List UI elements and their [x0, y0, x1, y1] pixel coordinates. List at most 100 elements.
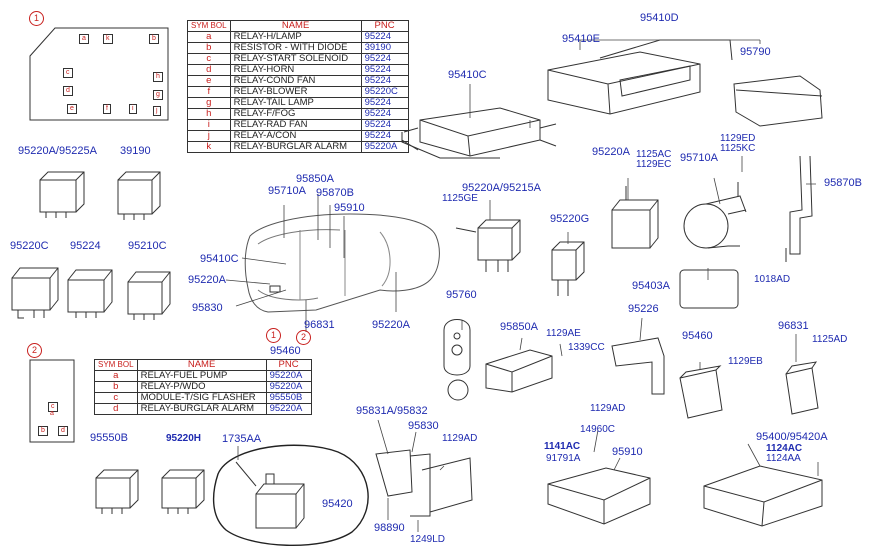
label-95220C: 95220C — [10, 240, 49, 252]
t1-pnc-cell: 39190 — [360, 42, 409, 54]
relay-95210C-drawing — [127, 271, 171, 320]
label-96831-car: 96831 — [304, 319, 335, 331]
label-1249LD: 1249LD — [410, 534, 446, 545]
slot-d: d — [63, 86, 73, 96]
label-95910: 95910 — [612, 446, 643, 458]
slot-c: c — [63, 68, 73, 78]
label-95790: 95790 — [740, 46, 771, 58]
label-95226: 95226 — [628, 303, 659, 315]
label-95830-car: 95830 — [192, 302, 223, 314]
t2-name-cell: RELAY-P/WDO — [136, 381, 267, 393]
relay-95220A-95215A-drawing — [455, 219, 521, 272]
label-95710A: 95710A — [680, 152, 718, 164]
module-95850A-drawing — [485, 349, 553, 393]
slot2-b: b — [38, 426, 48, 436]
label-91791A: 91791A — [546, 453, 581, 464]
leader-lines — [225, 39, 819, 532]
label-1129EB: 1129EB — [728, 356, 763, 367]
slot2-d: d — [58, 426, 68, 436]
label-95760: 95760 — [446, 289, 477, 301]
module-95910-drawing — [547, 467, 651, 525]
label-95410C-car: 95410C — [200, 253, 239, 265]
t1-pnc-cell: 95224 — [360, 130, 409, 142]
label-95460-car: 95460 — [270, 345, 301, 357]
car-outline-drawing — [244, 213, 440, 313]
label-1339CC: 1339CC — [568, 342, 605, 353]
t1-name-cell: RELAY-A/CON — [229, 130, 362, 142]
t1-pnc-cell: 95224 — [360, 53, 409, 65]
label-1129ED-1125KC: 1129ED 1125KC — [720, 133, 756, 154]
t2-pnc-cell: 95550B — [265, 392, 312, 404]
label-1124AC: 1124AC — [766, 443, 803, 454]
t1-name-cell: RELAY-TAIL LAMP — [229, 97, 362, 109]
label-98890: 98890 — [374, 522, 405, 534]
label-1735AA: 1735AA — [222, 433, 262, 445]
label-95910-car: 95910 — [334, 202, 365, 214]
t1-symbol-cell: k — [187, 141, 231, 153]
label-95224: 95224 — [70, 240, 101, 252]
t1-name-cell: RELAY-START SOLENOID — [229, 53, 362, 65]
t1-pnc-cell: 95220C — [360, 86, 409, 98]
t1-name-cell: RELAY-H/LAMP — [229, 31, 362, 43]
t1-name-cell: RELAY-BURGLAR ALARM — [229, 141, 362, 153]
label-14960C: 14960C — [580, 424, 616, 435]
t1-pnc-cell: 95224 — [360, 64, 409, 76]
t1-symbol-cell: e — [187, 75, 231, 87]
module-95410C-drawing — [401, 107, 557, 159]
t1-header-pnc: PNC — [360, 20, 409, 32]
t1-symbol-cell: c — [187, 53, 231, 65]
remote-95760-drawing — [443, 319, 471, 401]
horn-95710A-drawing — [683, 182, 747, 249]
relay-95220A-mid-drawing — [611, 186, 659, 249]
relay-box-2: c b d a — [30, 360, 74, 442]
label-95220H: 95220H — [166, 433, 202, 444]
slot2-a: a — [50, 410, 54, 417]
t1-symbol-cell: d — [187, 64, 231, 76]
t2-symbol-cell: c — [94, 392, 138, 404]
t1-symbol-cell: j — [187, 130, 231, 142]
label-95220A-95215A: 95220A/95215A — [462, 182, 541, 194]
label-95410D: 95410D — [640, 12, 679, 24]
t1-name-cell: RELAY-F/FOG — [229, 108, 362, 120]
t2-header-symbol: SYM BOL — [94, 359, 138, 371]
label-95220A-95225A: 95220A/95225A — [18, 145, 97, 157]
slot-f: f — [103, 104, 111, 114]
relay-95224-drawing — [67, 269, 113, 318]
label-95210C: 95210C — [128, 240, 167, 252]
t2-header-name: NAME — [136, 359, 267, 371]
label-1129AE: 1129AE — [546, 328, 581, 339]
label-95870B: 95870B — [824, 177, 862, 189]
label-95830: 95830 — [408, 420, 439, 432]
unit-95460-drawing — [679, 365, 723, 419]
t1-symbol-cell: g — [187, 97, 231, 109]
module-95400-drawing — [703, 465, 823, 527]
t2-pnc-cell: 95220A — [265, 370, 312, 382]
label-1141AC: 1141AC — [544, 441, 581, 452]
t1-symbol-cell: i — [187, 119, 231, 131]
label-95410C-top: 95410C — [448, 69, 487, 81]
t1-pnc-cell: 95224 — [360, 119, 409, 131]
t2-name-cell: MODULE-T/SIG FLASHER — [136, 392, 267, 404]
label-95870B-car: 95870B — [316, 187, 354, 199]
label-95400-95420A: 95400/95420A — [756, 431, 828, 443]
relay-95220H-drawing — [161, 469, 205, 514]
t1-name-cell: RELAY-BLOWER — [229, 86, 362, 98]
t2-symbol-cell: b — [94, 381, 138, 393]
label-1125AC-1129EC: 1125AC 1129EC — [636, 149, 672, 170]
t1-header-symbol: SYM BOL — [187, 20, 231, 32]
label-39190: 39190 — [120, 145, 151, 157]
callout-circle-2: 2 — [27, 343, 42, 358]
slot-e: e — [67, 104, 77, 114]
